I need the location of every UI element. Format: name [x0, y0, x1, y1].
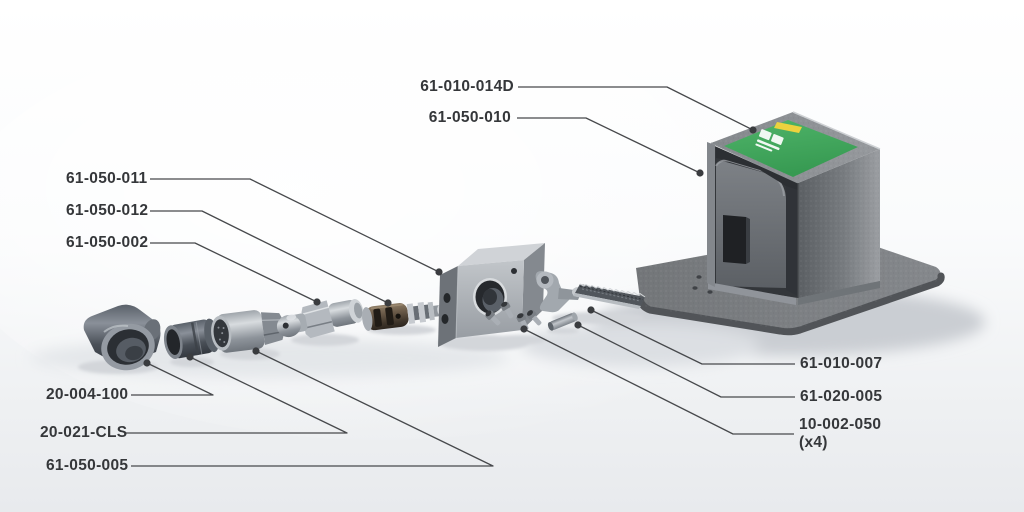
callout-lever: 61-010-007: [800, 355, 883, 372]
callout-nozzle: 61-050-002: [66, 234, 149, 251]
leader-nozzle: [150, 242, 318, 303]
leader-dots: [143, 126, 757, 367]
serrated-lever: [535, 271, 646, 313]
manifold-block: [438, 243, 545, 347]
dowel-pin: [547, 312, 578, 331]
callout-cover: 61-050-010: [428, 109, 511, 126]
callout-cartridge: 61-050-012: [66, 202, 149, 219]
leader-capnut: [131, 350, 494, 467]
callout-capnut: 61-050-005: [46, 457, 129, 474]
leader-cover: [517, 117, 701, 174]
warning-label-decal: [724, 120, 858, 177]
leader-pin: [577, 324, 795, 398]
callout-screws-qty: (x4): [799, 434, 828, 451]
nozzle-fitting: [276, 299, 364, 339]
leader-screws: [523, 328, 794, 435]
callout-block: 61-050-011: [66, 170, 148, 187]
mounting-screws: [485, 301, 542, 331]
leader-cartridge: [150, 210, 389, 304]
leader-block: [150, 178, 440, 273]
leader-tee: [131, 362, 214, 396]
leader-lines: [124, 86, 795, 467]
cap-nut: [211, 310, 284, 353]
callout-screws: 10-002-050 (x4): [799, 416, 881, 452]
callout-cover-label: 61-010-014D: [420, 78, 514, 95]
callout-tee: 20-004-100: [46, 386, 129, 403]
label-graphics: [755, 129, 784, 152]
protective-cover: [707, 111, 881, 305]
valve-cartridge: [362, 301, 445, 331]
leader-collar: [124, 356, 348, 434]
cover-notch: [723, 215, 746, 264]
callout-pin: 61-020-005: [800, 388, 883, 405]
callout-screws-number: 10-002-050: [799, 416, 882, 433]
tee-fitting: [83, 304, 161, 371]
callout-collar: 20-021-CLS: [40, 424, 128, 441]
label-yellow-strip: [774, 122, 802, 133]
leader-cover-label: [518, 86, 754, 131]
leader-lever: [590, 309, 795, 365]
